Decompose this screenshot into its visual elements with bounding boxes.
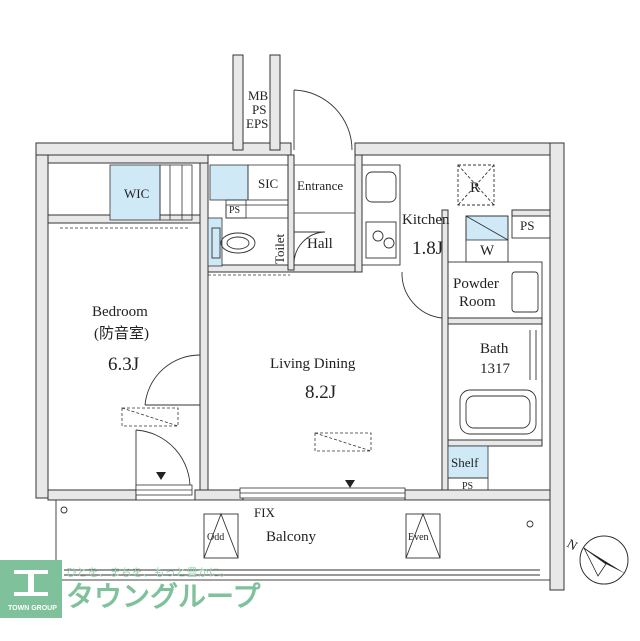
- ps-top-label: PS: [252, 102, 266, 117]
- washer-label: W: [480, 243, 495, 259]
- kitchen-fixtures: [361, 164, 495, 266]
- exterior-walls: [35, 54, 565, 591]
- odd-label: Odd: [207, 532, 224, 543]
- ps-right-label: PS: [520, 218, 534, 233]
- toilet-label: Toilet: [272, 233, 287, 264]
- entry-arrows: [156, 472, 355, 488]
- toilet-fixture: [211, 227, 256, 259]
- balcony-label: Balcony: [266, 529, 316, 545]
- watermark-company: タウングループ: [66, 580, 261, 613]
- mb-label: MB: [248, 88, 269, 103]
- north-compass-icon: [579, 535, 629, 585]
- watermark-logo-text: TOWN GROUP: [8, 605, 57, 612]
- bath-fixtures: [447, 323, 543, 441]
- powder-room-fixtures: [447, 261, 543, 319]
- ceiling-markers: [60, 227, 497, 529]
- powder-label-2: Room: [459, 294, 496, 310]
- entrance-label: Entrance: [297, 178, 343, 193]
- shelf-area: [447, 477, 489, 491]
- north-label: N: [565, 536, 581, 554]
- even-label: Even: [408, 532, 429, 543]
- sic-label: SIC: [258, 176, 278, 191]
- bedroom-label: Bedroom: [92, 304, 148, 320]
- wic-closet: [159, 164, 193, 221]
- kitchen-label: Kitchen: [402, 212, 450, 228]
- bedroom-note: (防音室): [94, 325, 149, 342]
- bath-size: 1317: [480, 361, 511, 377]
- balcony-outline: [55, 499, 551, 581]
- powder-label-1: Powder: [453, 276, 499, 292]
- company-watermark: TOWN GROUP ひとを、まちを、もっと豊かに。 タウングループ: [0, 560, 261, 618]
- refrigerator-label: R: [470, 180, 480, 196]
- entrance-area: [225, 164, 356, 219]
- ps-bottom-label: PS: [462, 481, 473, 492]
- bath-label: Bath: [480, 341, 509, 357]
- living-label: Living Dining: [270, 356, 356, 372]
- watermark-tagline: ひとを、まちを、もっと豊かに。: [66, 566, 231, 579]
- wic-label: WIC: [124, 186, 149, 201]
- eps-label: EPS: [246, 116, 268, 131]
- ps-small-label: PS: [229, 205, 240, 216]
- wet-areas: [109, 164, 509, 479]
- bedroom-size: 6.3J: [108, 354, 139, 375]
- shelf-label: Shelf: [451, 455, 479, 470]
- hall-label: Hall: [307, 236, 333, 252]
- kitchen-size: 1.8J: [412, 238, 443, 259]
- fix-label: FIX: [254, 505, 276, 520]
- windows: [135, 484, 406, 499]
- living-size: 8.2J: [305, 382, 336, 403]
